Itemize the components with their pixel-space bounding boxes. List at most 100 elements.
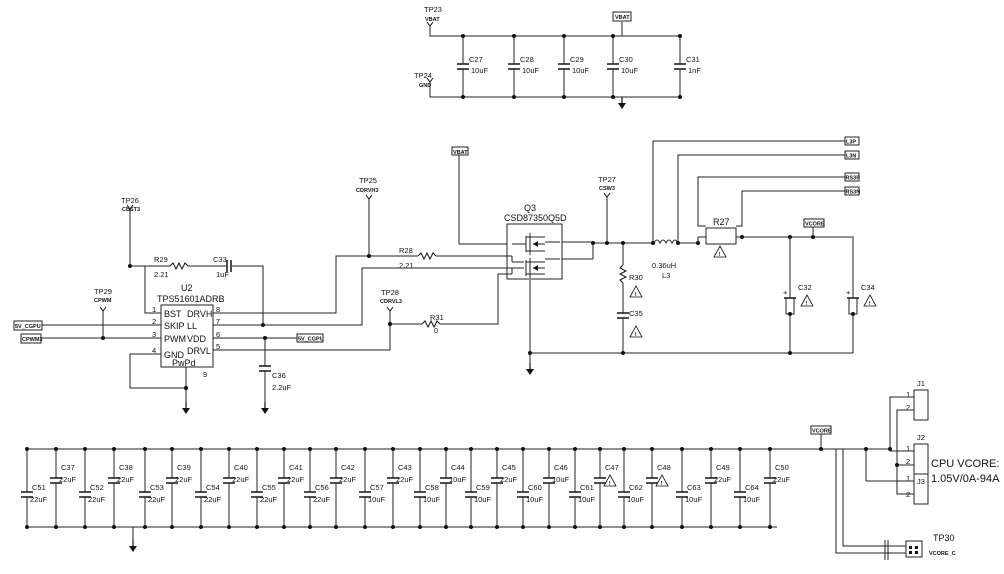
power-block-q3: Q3 CSD87350Q5D: [504, 203, 567, 280]
c36-value: 2.2uF: [272, 383, 292, 392]
warning-c47: !: [603, 474, 617, 487]
output-cap-ref: C54: [206, 483, 220, 492]
warning-c35: !: [629, 325, 643, 338]
output-cap-value: 10uF: [449, 475, 467, 484]
output-cap-value: 22uF: [175, 475, 193, 484]
output-cap-ref: C53: [150, 483, 164, 492]
output-cap-value: 10uF: [552, 475, 570, 484]
connector-j3: J3 1 2: [906, 473, 929, 505]
l3-ref: L3: [662, 271, 670, 280]
resistor-r31: R31 0: [421, 313, 444, 335]
testpoint-tp27: TP27 CSW3: [598, 175, 616, 198]
testpoint-tp29: TP29 CPWM: [94, 287, 112, 312]
output-cap-value: 22uF: [30, 495, 48, 504]
svg-text:VBAT: VBAT: [615, 15, 630, 21]
tp27-ref: TP27: [598, 175, 616, 184]
warning-mark: !: [635, 292, 637, 298]
tp28-ref: TP28: [381, 288, 399, 297]
u2-pin-name-pwm: PWM: [164, 334, 186, 344]
input-cap-ref: C27: [469, 55, 483, 64]
capacitor-c36: C36 2.2uF: [259, 338, 292, 402]
svg-text:L3N: L3N: [846, 154, 856, 160]
r31-value: 0: [434, 326, 438, 335]
output-connectors: J1 1 2 J2 1 2 J3 1 2 CPU VCORE: 1.05V/0A…: [864, 379, 1000, 505]
input-cap-value: 10uF: [621, 66, 639, 75]
output-cap-ref: C60: [528, 483, 542, 492]
caption-line2: 1.05V/0A-94A: [931, 473, 1000, 485]
output-cap-ref: C62: [629, 483, 643, 492]
svg-text:5V_CGPU: 5V_CGPU: [15, 324, 41, 330]
input-cap-value: 10uF: [572, 66, 590, 75]
output-cap-value: 10uF: [685, 495, 703, 504]
svg-text:RS3N: RS3N: [846, 190, 861, 196]
net-flag-rs3p: RS3P: [844, 172, 860, 182]
u2-pin-num: 6: [216, 330, 220, 339]
svg-text:J3: J3: [917, 477, 925, 486]
c33-ref: C33: [213, 255, 227, 264]
output-cap-value: 22uF: [714, 475, 732, 484]
warning-r27: !: [713, 245, 727, 258]
output-cap-ref: C49: [716, 463, 730, 472]
u2-pin-name-skip: SKIP: [164, 321, 185, 331]
tp24-ref: TP24: [414, 71, 432, 80]
output-cap-ref: C59: [476, 483, 490, 492]
q3-part: CSD87350Q5D: [504, 213, 567, 223]
output-cap-value: 22uF: [773, 475, 791, 484]
svg-text:J2: J2: [917, 433, 925, 442]
output-cap-value: 10uF: [368, 495, 386, 504]
u2-pin-num: 2: [152, 317, 156, 326]
warning-c34: !: [863, 294, 877, 307]
tp26-ref: TP26: [121, 196, 139, 205]
output-cap-value: 22uF: [117, 475, 135, 484]
warning-mark: !: [635, 332, 637, 338]
output-cap-value: 22uF: [148, 495, 166, 504]
net-flag-5v-cgpu-right: 5V_CGPU: [296, 333, 324, 343]
output-cap-value: 22uF: [232, 475, 250, 484]
u2-pin-name-bst: BST: [164, 309, 182, 319]
tp29-net: CPWM: [94, 298, 112, 304]
output-cap-value: 10uF: [578, 495, 596, 504]
tp28-net: CDRVL3: [380, 299, 402, 305]
output-cap-value: 22uF: [287, 475, 305, 484]
u2-pad-num: 9: [203, 370, 207, 379]
testpoint-tp23: TP23 VBAT: [424, 5, 442, 27]
r29-value: 2.21: [154, 270, 169, 279]
tp25-ref: TP25: [359, 176, 377, 185]
r29-ref: R29: [154, 255, 168, 264]
c34-ref: C34: [861, 283, 875, 292]
testpoint-tp25: TP25 CDRVH3: [356, 176, 379, 200]
u2-pin-name-ll: LL: [187, 321, 197, 331]
svg-text:L3P: L3P: [846, 140, 856, 146]
output-cap-ref: C37: [61, 463, 75, 472]
output-cap-ref: C48: [657, 463, 671, 472]
input-cap-value: 1nF: [688, 66, 701, 75]
capacitor-c32: + C32: [783, 237, 812, 353]
output-cap-ref: C43: [398, 463, 412, 472]
inductor-l3: 0.36uH L3: [652, 239, 679, 280]
resistor-r28: R28 2.21: [399, 246, 437, 270]
net-flag-cpwm3: CPWM3: [20, 333, 42, 344]
output-cap-value: 10uF: [526, 495, 544, 504]
output-cap-ref: C57: [370, 483, 384, 492]
testpoint-tp30: TP30 VCORE_C: [835, 449, 956, 560]
output-cap-value: 22uF: [204, 495, 222, 504]
output-cap-ref: C61: [580, 483, 594, 492]
svg-text:1: 1: [906, 474, 910, 483]
input-cap-value: 10uF: [471, 66, 489, 75]
output-capacitor-c61: C61 10uF: [569, 447, 596, 529]
capacitor-c33: C33 1uF: [213, 255, 232, 279]
output-cap-ref: C58: [425, 483, 439, 492]
output-cap-ref: C64: [745, 483, 759, 492]
output-cap-ref: C52: [90, 483, 104, 492]
u2-ref: U2: [181, 283, 193, 293]
output-cap-value: 22uF: [500, 475, 518, 484]
